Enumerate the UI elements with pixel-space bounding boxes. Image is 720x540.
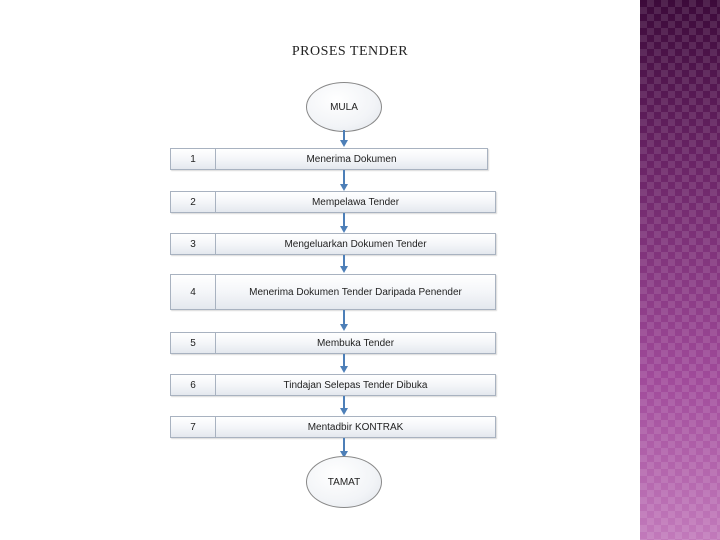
process-step: 4 Menerima Dokumen Tender Daripada Penen… [170, 274, 496, 310]
step-label: Menerima Dokumen [306, 153, 397, 165]
arrowhead [340, 184, 348, 191]
diagram-title: PROSES TENDER [291, 44, 409, 59]
process-step: 2 Mempelawa Tender [170, 191, 496, 213]
connector-start-1 [343, 130, 345, 140]
step-label: Membuka Tender [316, 337, 395, 349]
connector-6-7 [343, 396, 345, 408]
step-number: 7 [171, 417, 216, 437]
step-number: 2 [171, 192, 216, 212]
connector-1-2 [343, 170, 345, 184]
arrowhead [340, 366, 348, 373]
process-step: 7 Mentadbir KONTRAK [170, 416, 496, 438]
step-label: Mempelawa Tender [311, 196, 400, 208]
connector-2-3 [343, 213, 345, 226]
decorative-sidebar [640, 0, 720, 540]
process-step: 5 Membuka Tender [170, 332, 496, 354]
arrowhead [340, 226, 348, 233]
connector-7-end [343, 438, 345, 451]
arrowhead [340, 324, 348, 331]
step-label: Mentadbir KONTRAK [307, 421, 404, 433]
slide-canvas: PROSES TENDER MULA 1 Menerima Dokumen 2 … [170, 44, 496, 508]
process-step: 6 Tindajan Selepas Tender Dibuka [170, 374, 496, 396]
connector-3-4 [343, 255, 345, 266]
start-node: MULA [306, 82, 382, 132]
step-number: 6 [171, 375, 216, 395]
step-number: 5 [171, 333, 216, 353]
step-label: Tindajan Selepas Tender Dibuka [283, 379, 428, 391]
arrowhead [340, 140, 348, 147]
connector-5-6 [343, 354, 345, 366]
arrowhead [340, 266, 348, 273]
step-number: 4 [171, 275, 216, 309]
step-label: Mengeluarkan Dokumen Tender [284, 238, 427, 250]
arrowhead [340, 451, 348, 458]
step-number: 3 [171, 234, 216, 254]
end-node: TAMAT [306, 456, 382, 508]
connector-4-5 [343, 310, 345, 324]
step-number: 1 [171, 149, 216, 169]
process-step: 1 Menerima Dokumen [170, 148, 488, 170]
process-step: 3 Mengeluarkan Dokumen Tender [170, 233, 496, 255]
step-label: Menerima Dokumen Tender Daripada Penende… [249, 286, 462, 298]
arrowhead [340, 408, 348, 415]
